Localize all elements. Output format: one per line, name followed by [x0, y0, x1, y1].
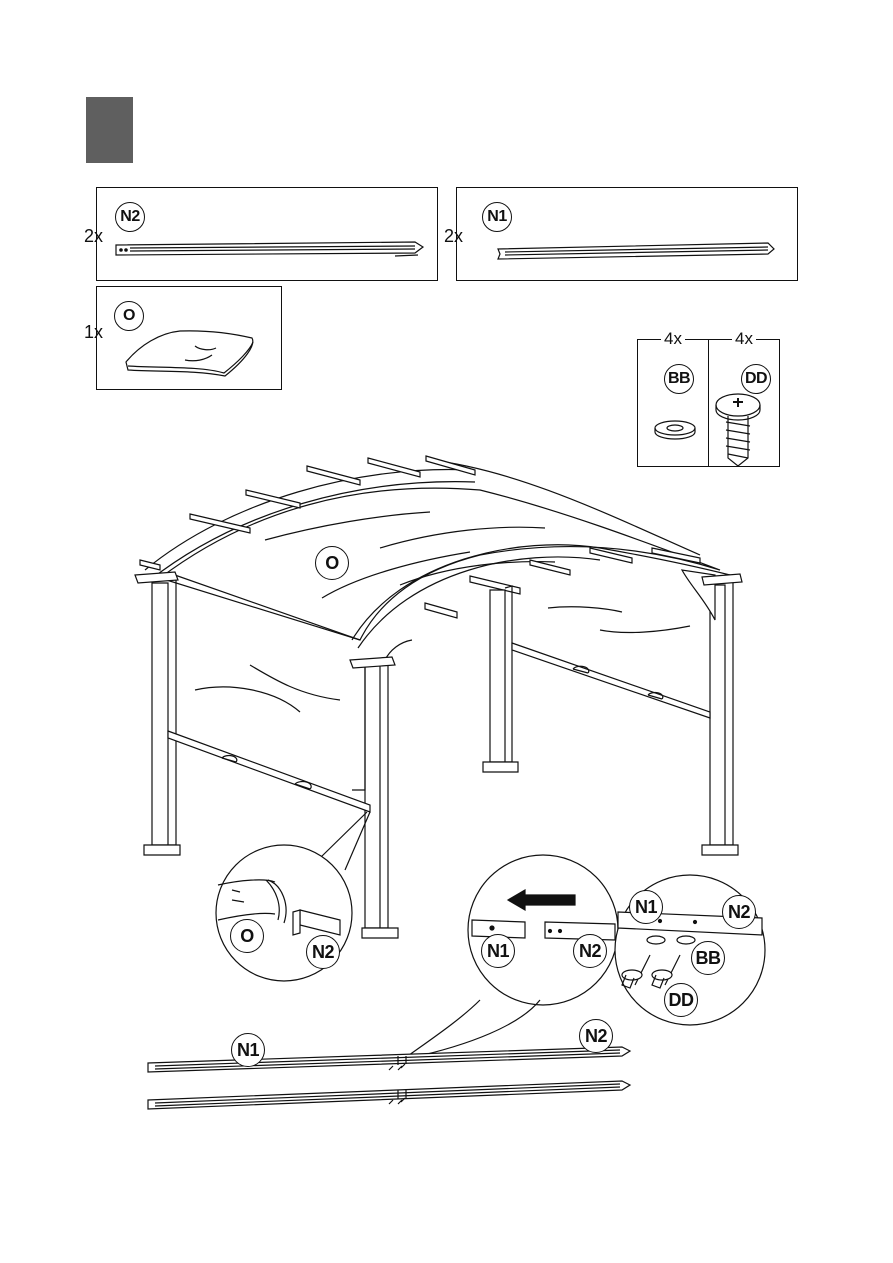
screw-dd-drawing: [716, 394, 760, 466]
detail-right-label-n1: N1: [629, 890, 663, 924]
detail-left-label-o: O: [230, 919, 264, 953]
rail-n2-drawing: [116, 242, 423, 256]
detail-right-label-bb: BB: [691, 941, 725, 975]
canopy-label-o: O: [315, 546, 349, 580]
detail-right-label-n2: N2: [722, 895, 756, 929]
bottom-rail-bottom: [148, 1081, 630, 1109]
washer-bb-drawing: [655, 421, 695, 439]
canopy-folded-drawing: [126, 331, 253, 376]
detail-right-label-dd: DD: [664, 983, 698, 1017]
bottom-label-n2: N2: [579, 1019, 613, 1053]
detail-left-label-n2: N2: [306, 935, 340, 969]
bottom-label-n1: N1: [231, 1033, 265, 1067]
rail-n1-drawing: [498, 243, 774, 259]
detail-mid-label-n1: N1: [481, 934, 515, 968]
detail-mid-label-n2: N2: [573, 934, 607, 968]
bottom-rail-top: [148, 1047, 630, 1072]
detail-circle-middle: [468, 855, 618, 1005]
gazebo-drawing: [135, 456, 742, 938]
